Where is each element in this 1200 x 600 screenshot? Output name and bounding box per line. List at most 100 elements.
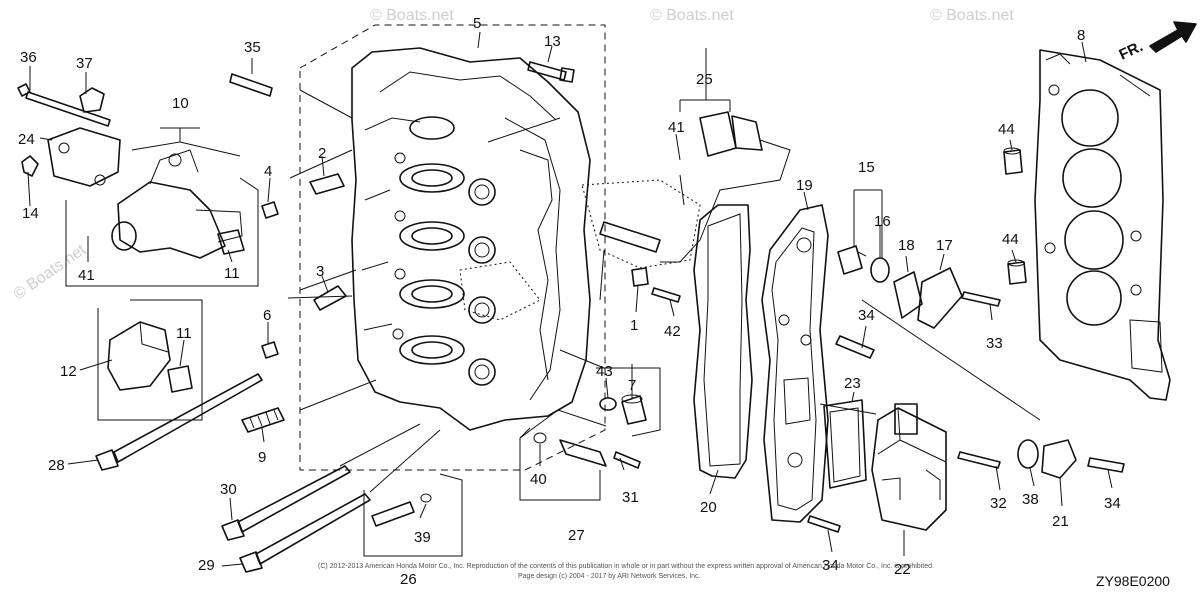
o-ring-16 <box>870 257 890 283</box>
callout-31[interactable]: 31 <box>622 489 639 506</box>
callout-40[interactable]: 40 <box>530 471 547 488</box>
direction-label: FR. <box>1117 38 1146 64</box>
callout-30[interactable]: 30 <box>220 481 237 498</box>
group-bracket-10 <box>65 127 259 287</box>
watermark: © Boats.net <box>370 7 454 24</box>
sensor-21 <box>1041 439 1077 479</box>
harness-connector <box>599 111 791 263</box>
sensor-39 <box>371 493 432 527</box>
callout-34-lower[interactable]: 34 <box>822 557 839 574</box>
callout-36[interactable]: 36 <box>20 49 37 66</box>
callout-2[interactable]: 2 <box>318 145 326 162</box>
sensor-12 <box>107 321 171 391</box>
callout-34-upper[interactable]: 34 <box>858 307 875 324</box>
assembly-frame <box>299 24 606 471</box>
callouts: 1 2 3 4 5 6 7 8 9 10 11 11 12 13 14 15 1… <box>18 15 1121 588</box>
callout-15[interactable]: 15 <box>858 159 875 176</box>
bolt-29 <box>239 493 371 573</box>
bracket <box>47 127 121 187</box>
bolt-34-lower <box>807 515 841 533</box>
o-ring-11 <box>167 365 193 393</box>
callout-18[interactable]: 18 <box>898 237 915 254</box>
dowel-pin <box>1003 147 1023 175</box>
callout-20[interactable]: 20 <box>700 499 717 516</box>
sleeve-2 <box>309 173 345 195</box>
callout-43[interactable]: 43 <box>596 363 613 380</box>
callout-1[interactable]: 1 <box>630 317 638 334</box>
callout-26[interactable]: 26 <box>400 571 417 588</box>
bolt-13 <box>527 61 575 83</box>
plug-4 <box>261 201 279 219</box>
callout-23[interactable]: 23 <box>844 375 861 392</box>
callout-33[interactable]: 33 <box>986 335 1003 352</box>
callout-11-lower[interactable]: 11 <box>176 325 192 342</box>
callout-3[interactable]: 3 <box>316 263 324 280</box>
callout-12[interactable]: 12 <box>60 363 77 380</box>
callout-38[interactable]: 38 <box>1022 491 1039 508</box>
spring-9 <box>241 407 285 433</box>
stud-35 <box>229 73 273 97</box>
callout-4[interactable]: 4 <box>264 163 272 180</box>
callout-7[interactable]: 7 <box>628 377 636 394</box>
callout-37[interactable]: 37 <box>76 55 93 72</box>
callout-10[interactable]: 10 <box>172 95 189 112</box>
group-bracket-12 <box>97 299 203 421</box>
callout-34-right[interactable]: 34 <box>1104 495 1121 512</box>
front-direction-arrow: FR. <box>1117 21 1197 64</box>
callout-21[interactable]: 21 <box>1052 513 1069 530</box>
sensor-40 <box>533 432 607 467</box>
bolt-28 <box>95 373 263 471</box>
callout-25[interactable]: 25 <box>696 71 713 88</box>
callout-16[interactable]: 16 <box>874 213 891 230</box>
callout-9[interactable]: 9 <box>258 449 266 466</box>
callout-19[interactable]: 19 <box>796 177 813 194</box>
callout-8[interactable]: 8 <box>1077 27 1085 44</box>
head-gasket <box>1034 49 1171 401</box>
cover-gasket <box>693 204 753 479</box>
group-bracket-26 <box>363 473 463 557</box>
callout-44-upper[interactable]: 44 <box>998 121 1015 138</box>
bolt-34-upper <box>835 335 875 359</box>
callout-11-upper[interactable]: 11 <box>224 265 240 282</box>
callout-42[interactable]: 42 <box>664 323 681 340</box>
bolt-32 <box>957 451 1001 469</box>
plug-6 <box>261 341 279 359</box>
leader-lines <box>27 31 1113 567</box>
callout-32[interactable]: 32 <box>990 495 1007 512</box>
group-bracket-7 <box>596 367 661 437</box>
callout-24[interactable]: 24 <box>18 131 35 148</box>
bolt-42 <box>651 287 681 303</box>
callout-14[interactable]: 14 <box>22 205 39 222</box>
callout-28[interactable]: 28 <box>48 457 65 474</box>
bolt-30 <box>221 465 351 541</box>
sensor-15 <box>837 245 863 275</box>
washer-43 <box>599 397 617 411</box>
control-module <box>871 403 947 531</box>
callout-41-upper[interactable]: 41 <box>668 119 685 136</box>
sleeve-3 <box>313 285 347 311</box>
gasket-23 <box>823 399 867 489</box>
callout-5[interactable]: 5 <box>473 15 481 32</box>
callout-13[interactable]: 13 <box>544 33 561 50</box>
callout-27[interactable]: 27 <box>568 527 585 544</box>
callout-29[interactable]: 29 <box>198 557 215 574</box>
copyright-notice: (C) 2012-2013 American Honda Motor Co., … <box>318 563 934 570</box>
callout-44-lower[interactable]: 44 <box>1002 231 1019 248</box>
callout-35[interactable]: 35 <box>244 39 261 56</box>
gasket-18 <box>893 271 923 319</box>
connector-37 <box>79 87 105 113</box>
bolt-31 <box>613 451 641 469</box>
oil-control-valve <box>111 149 243 259</box>
fitting-1 <box>631 267 649 287</box>
callout-39[interactable]: 39 <box>414 529 431 546</box>
callout-22[interactable]: 22 <box>894 561 911 578</box>
group-bracket-25 <box>679 99 731 112</box>
callout-6[interactable]: 6 <box>263 307 271 324</box>
callout-17[interactable]: 17 <box>936 237 953 254</box>
diagram-code: ZY98E0200 <box>1096 573 1170 589</box>
group-bracket-15 <box>853 189 883 258</box>
watermark: © Boats.net <box>930 7 1014 24</box>
callout-41-lower[interactable]: 41 <box>78 267 95 284</box>
o-ring-11-upper <box>217 229 245 255</box>
